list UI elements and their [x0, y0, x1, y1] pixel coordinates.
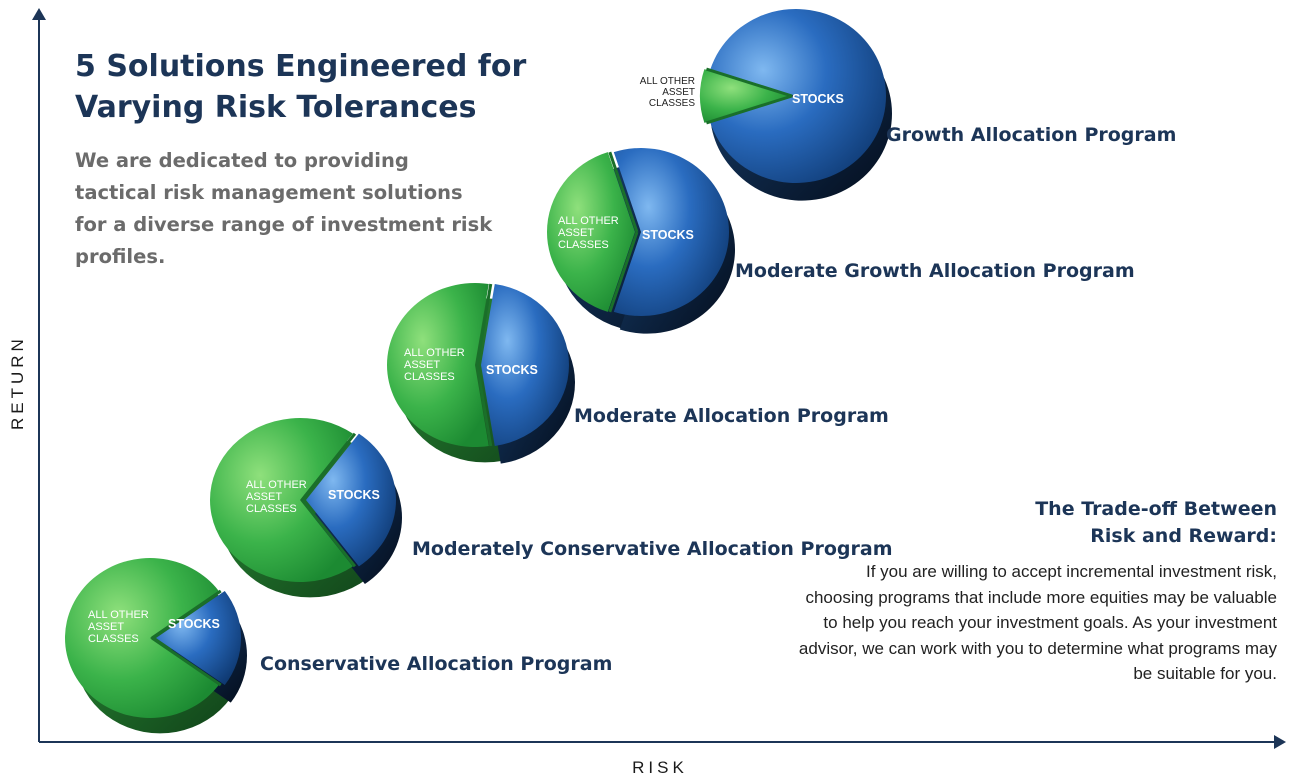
pie-label-other: ALL OTHER	[404, 347, 465, 359]
slice-edge	[151, 636, 222, 687]
y-axis-label: RETURN	[8, 335, 27, 430]
program-label-moderate-growth: Moderate Growth Allocation Program	[735, 260, 1135, 282]
tradeoff-heading: The Trade-off Between Risk and Reward:	[947, 496, 1277, 550]
x-axis-label: RISK	[632, 758, 688, 777]
slice-edge	[705, 94, 793, 125]
axes	[32, 8, 1286, 749]
x-axis-arrow	[1274, 735, 1286, 749]
pie-slice-other	[547, 152, 635, 312]
program-label-growth: Growth Allocation Program	[886, 124, 1177, 146]
program-label-moderate: Moderate Allocation Program	[574, 405, 889, 427]
program-label-conservative: Conservative Allocation Program	[260, 653, 613, 675]
tradeoff-heading-line2: Risk and Reward:	[1090, 525, 1277, 547]
pie-label-other: CLASSES	[246, 503, 297, 515]
pie-label-other: CLASSES	[404, 371, 455, 383]
pie-label-other: ALL OTHER	[246, 479, 307, 491]
pie-slice-stocks	[613, 147, 730, 316]
slice-edge	[475, 283, 493, 366]
pie-label-other: ASSET	[246, 491, 282, 503]
pie-label-other: ASSET	[558, 227, 594, 239]
program-label-moderately-conservative: Moderately Conservative Allocation Progr…	[412, 538, 893, 560]
page-title: 5 Solutions Engineered for Varying Risk …	[75, 49, 527, 125]
pie-label-other: ALL OTHER	[558, 215, 619, 227]
pie-slice-other	[65, 558, 219, 718]
pie-label-other: ALL OTHER	[640, 76, 695, 87]
y-axis-arrow	[32, 8, 46, 20]
page-subtitle: We are dedicated to providing tactical r…	[75, 149, 493, 268]
pie-label-stocks: STOCKS	[642, 228, 694, 242]
slice-edge	[608, 151, 639, 233]
slice-edge	[475, 364, 493, 447]
slice-edge	[705, 67, 793, 98]
pie-slice-stocks	[481, 284, 569, 446]
pie-label-other: CLASSES	[88, 633, 139, 645]
pie-slice-stocks	[710, 9, 886, 184]
pie-slice-stocks	[306, 433, 397, 567]
pie-label-other: ASSET	[662, 87, 695, 98]
slice-edge	[300, 432, 357, 501]
pie-label-stocks: STOCKS	[486, 363, 538, 377]
slice-edge	[151, 589, 222, 640]
pie-label-other: ASSET	[404, 359, 440, 371]
tradeoff-body: If you are willing to accept incremental…	[798, 562, 1277, 683]
pie-label-other: CLASSES	[558, 239, 609, 251]
pie-label-stocks: STOCKS	[168, 617, 220, 631]
slice-edge	[608, 231, 639, 313]
pie-label-other: CLASSES	[649, 98, 695, 109]
pie-slice-other	[700, 69, 790, 123]
pie-label-other: ALL OTHER	[88, 609, 149, 621]
pie-slice-stocks	[156, 590, 242, 686]
slice-edge	[300, 499, 357, 568]
pie-slice-other	[387, 283, 489, 448]
pie-slice-other	[210, 417, 353, 582]
pie-label-stocks: STOCKS	[328, 488, 380, 502]
tradeoff-heading-line1: The Trade-off Between	[1035, 498, 1277, 520]
pie-label-stocks: STOCKS	[792, 92, 844, 106]
pie-label-other: ASSET	[88, 621, 124, 633]
